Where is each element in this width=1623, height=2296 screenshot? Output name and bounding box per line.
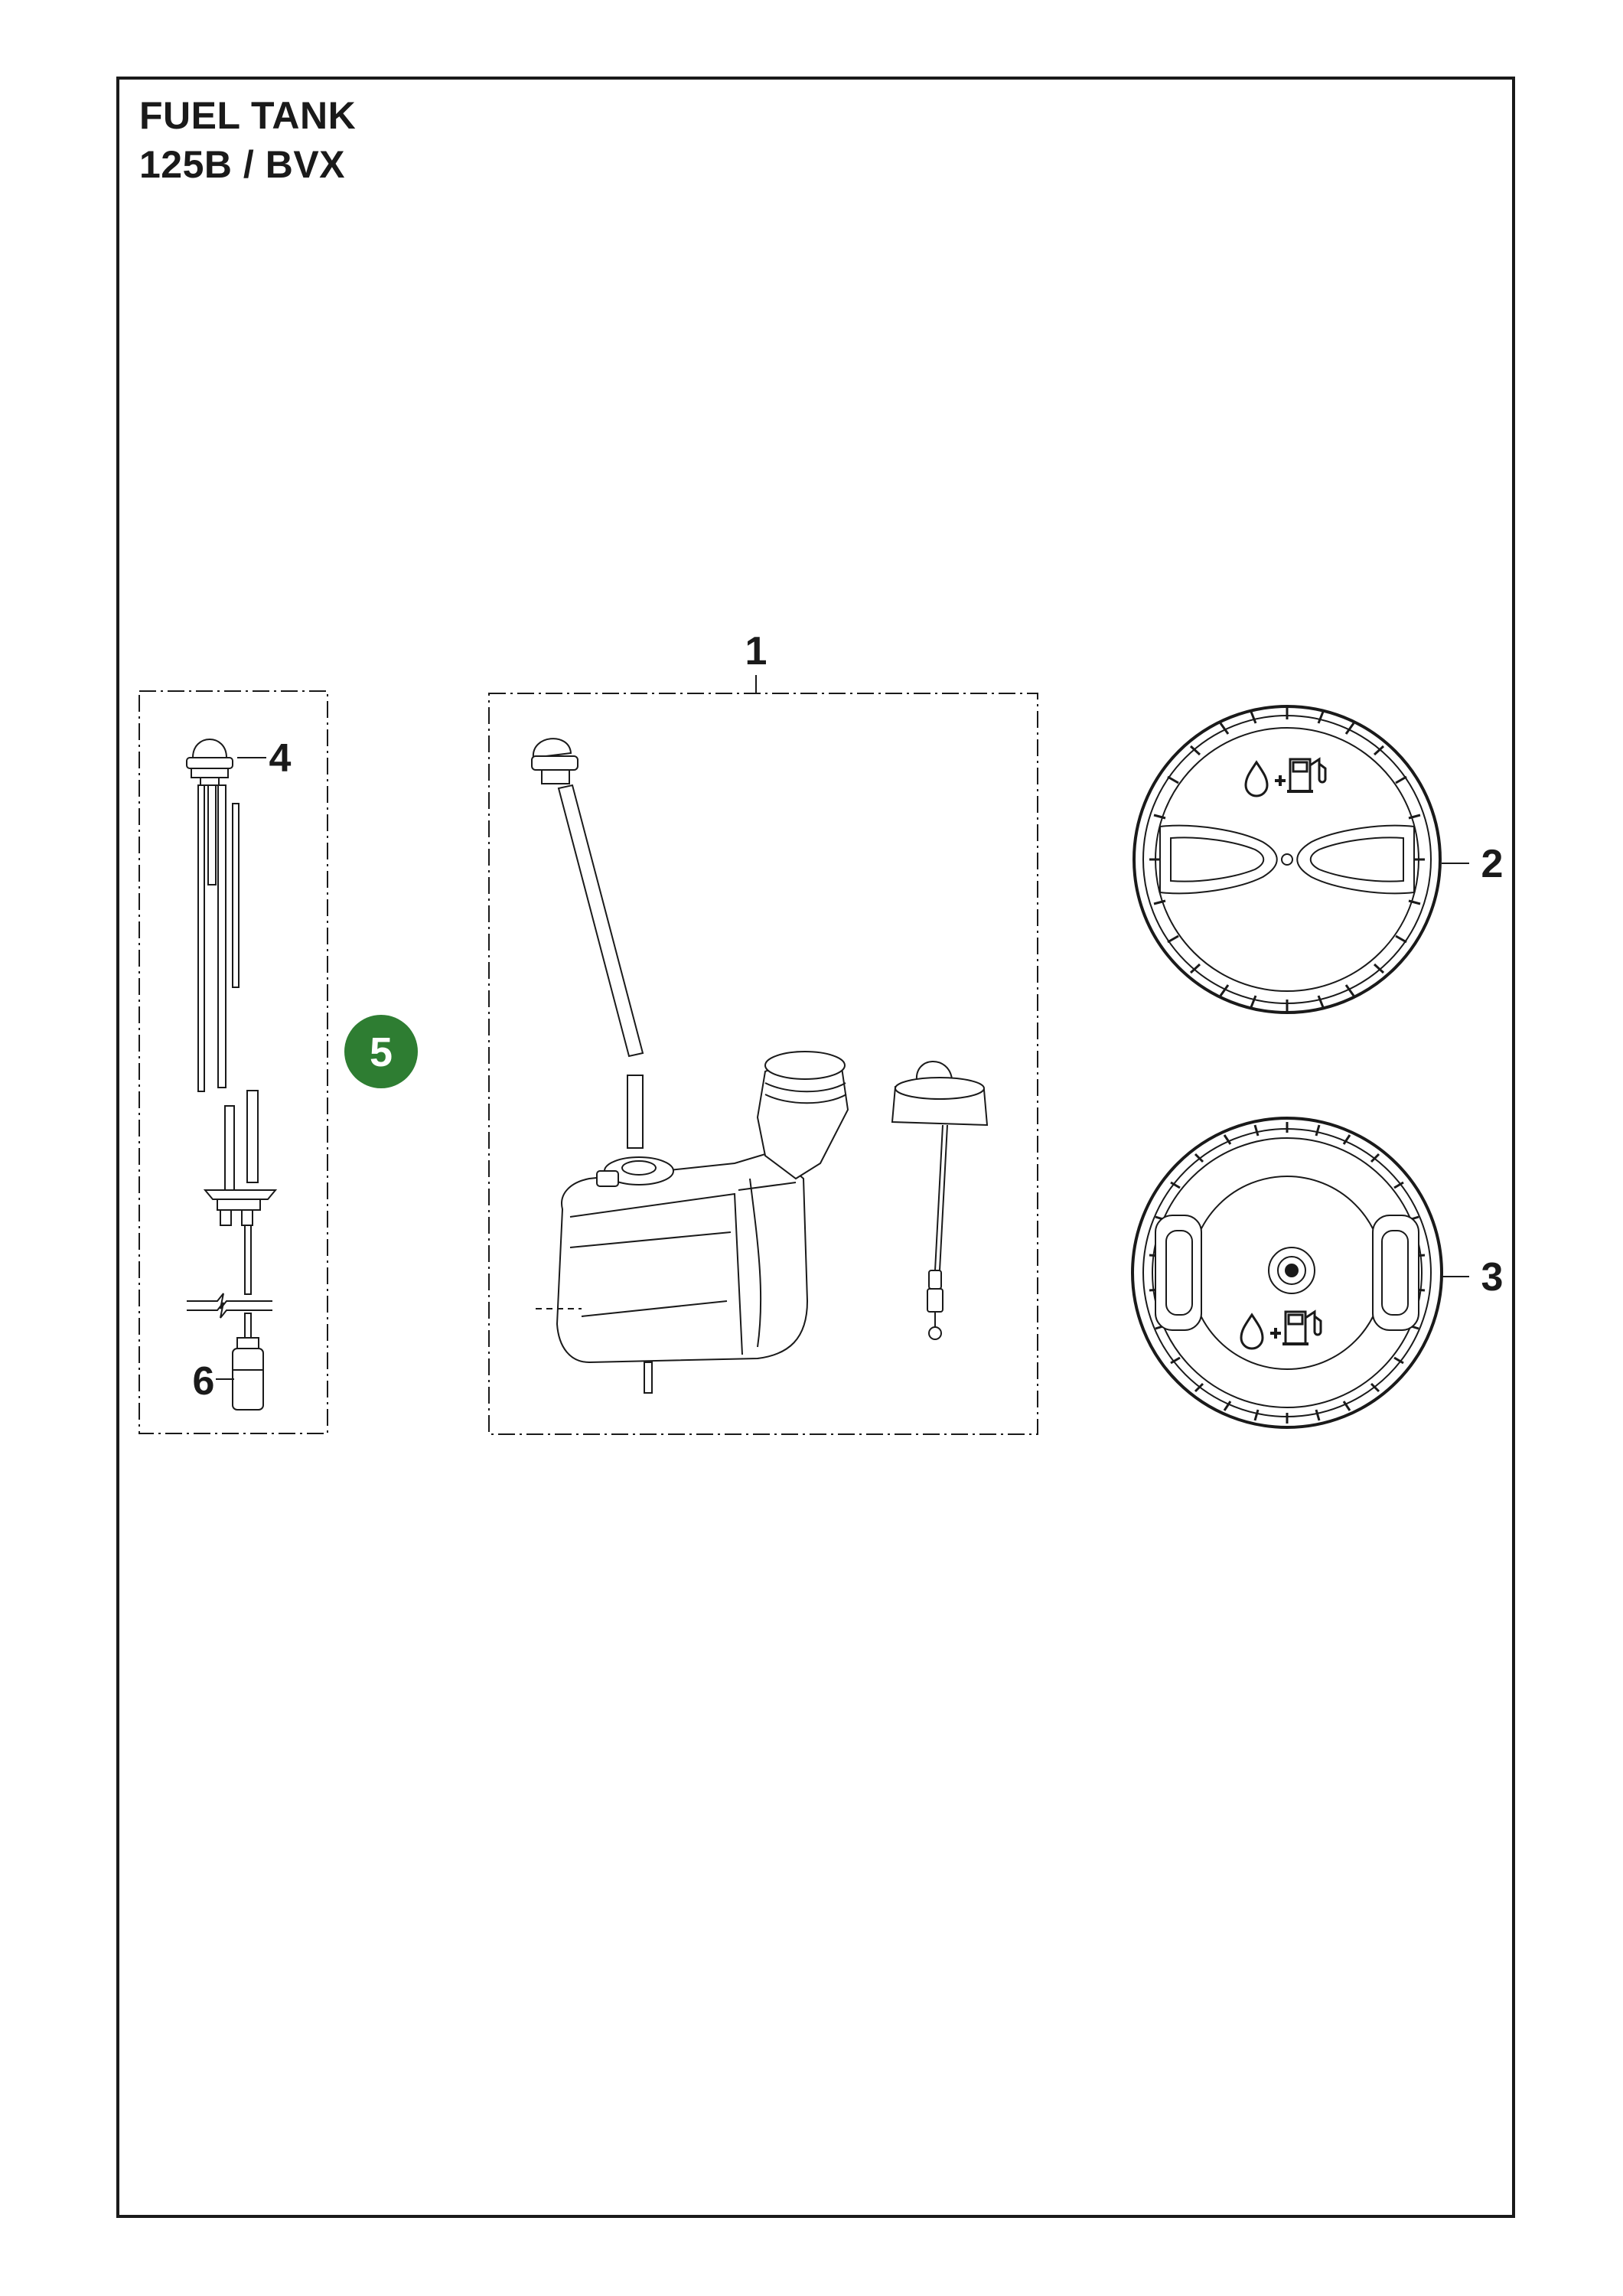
fuel-cap-bottom-view [1131,1117,1443,1429]
page-title: FUEL TANK [139,94,357,137]
model-subtitle: 125B / BVX [139,143,346,186]
fuel-line-assembly [186,739,278,1411]
callout-part-4: 4 [269,736,292,781]
fuel-tank-assembly [531,738,989,1394]
callout-part-3: 3 [1481,1255,1504,1300]
kit-5-group-box [139,690,328,1434]
drawing-frame [116,77,1515,2218]
kit-5-badge: 5 [344,1015,418,1088]
part-1-group-box [488,693,1038,1435]
callout-part-6: 6 [193,1359,215,1404]
callout-part-1: 1 [745,629,768,673]
callout-part-2: 2 [1481,842,1504,886]
fuel-cap-top-view [1133,705,1442,1014]
callout-part-5: 5 [370,1029,393,1075]
